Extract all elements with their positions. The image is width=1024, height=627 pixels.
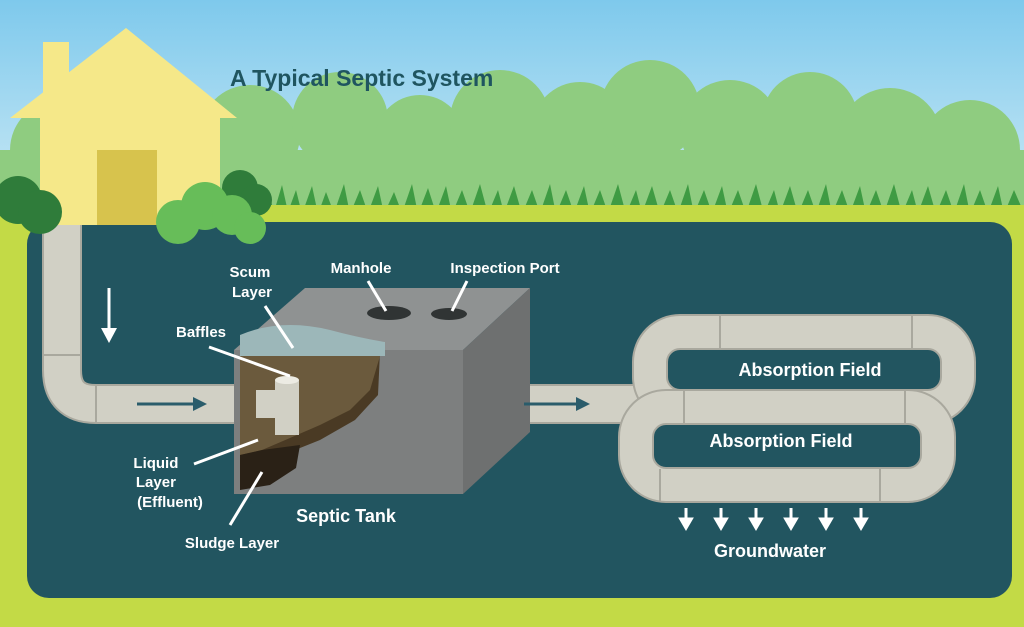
diagram-title: A Typical Septic System [230, 65, 493, 91]
label-groundwater: Groundwater [714, 541, 826, 561]
label-scum-layer: Scum Layer [229, 264, 274, 301]
scum-layer-shape [240, 325, 385, 356]
label-absorption-field-top: Absorption Field [739, 360, 882, 380]
inlet-pipe [42, 220, 236, 424]
inspection-port-cap [431, 308, 467, 320]
absorption-field-pipes [618, 314, 976, 503]
label-sludge-layer: Sludge Layer [185, 535, 279, 552]
tank-side-face [463, 288, 530, 494]
sludge-layer-shape [240, 445, 300, 490]
bushes [0, 170, 272, 244]
baffle [275, 380, 299, 435]
label-septic-tank: Septic Tank [296, 506, 397, 526]
groundwater-arrows [678, 508, 869, 531]
label-manhole: Manhole [331, 260, 392, 277]
septic-tank [234, 288, 530, 494]
label-baffles: Baffles [176, 324, 226, 341]
leader-lines [193, 280, 469, 526]
flow-arrows [101, 288, 590, 411]
label-absorption-field-bottom: Absorption Field [710, 431, 853, 451]
manhole-cover [367, 306, 411, 320]
house-door [97, 150, 157, 225]
house [10, 28, 237, 225]
label-liquid-layer: Liquid Layer (Effluent) [133, 455, 203, 511]
label-inspection-port: Inspection Port [450, 260, 559, 277]
